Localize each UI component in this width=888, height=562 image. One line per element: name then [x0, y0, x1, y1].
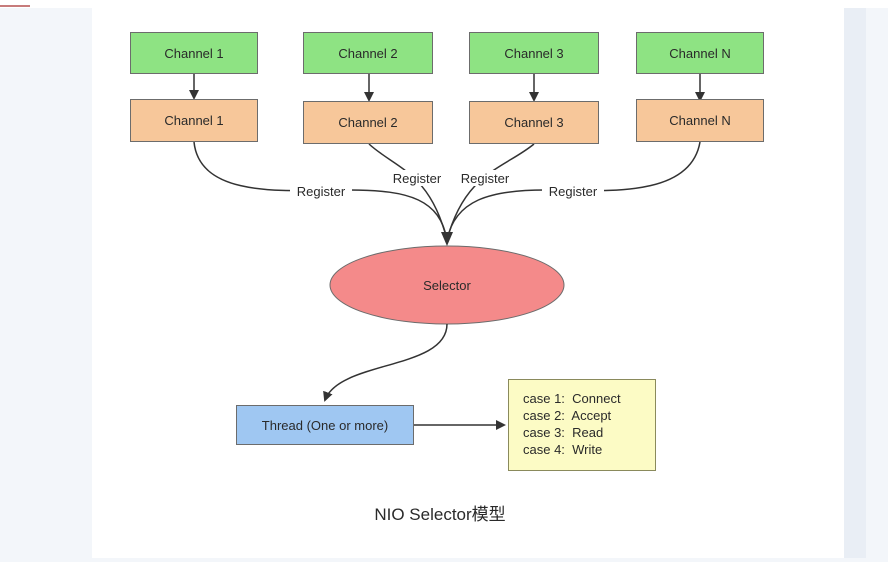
- case-line-1: case 1: Connect: [523, 391, 621, 406]
- diagram-caption: NIO Selector模型: [374, 505, 506, 524]
- thread-node: Thread (One or more): [236, 405, 414, 445]
- channel-top-2-label: Channel 2: [338, 45, 398, 61]
- channel-top-3: Channel 3: [469, 32, 599, 74]
- channel-bottom-1: Channel 1: [130, 99, 258, 142]
- register-curve-3: [446, 143, 535, 241]
- channel-bottom-n: Channel N: [636, 99, 764, 142]
- channel-top-n-label: Channel N: [669, 45, 731, 61]
- channel-top-n: Channel N: [636, 32, 764, 74]
- channel-top-1-label: Channel 1: [164, 45, 224, 61]
- register-label-bg-1: [290, 183, 352, 199]
- register-label-4: Register: [549, 184, 598, 199]
- register-label-3: Register: [461, 171, 510, 186]
- register-label-bg-3: [454, 170, 516, 186]
- channel-bottom-n-label: Channel N: [669, 113, 731, 128]
- channel-bottom-1-label: Channel 1: [164, 113, 224, 128]
- corner-mark: [0, 0, 30, 7]
- channel-bottom-3: Channel 3: [469, 101, 599, 144]
- case-line-2: case 2: Accept: [523, 408, 612, 423]
- selector-label: Selector: [423, 278, 471, 293]
- channel-bottom-3-label: Channel 3: [504, 115, 564, 130]
- cases-box: case 1: Connect case 2: Accept case 3: R…: [508, 379, 656, 471]
- top-strip: [0, 0, 888, 8]
- right-strip: [844, 8, 866, 558]
- channel-bottom-2-label: Channel 2: [338, 115, 398, 130]
- selector-to-thread-arrow: [323, 323, 448, 402]
- channel-bottom-2: Channel 2: [303, 101, 433, 144]
- thread-label: Thread (One or more): [261, 417, 389, 433]
- register-label-1: Register: [297, 184, 346, 199]
- channel-top-2: Channel 2: [303, 32, 433, 74]
- register-label-2: Register: [393, 171, 442, 186]
- channel-top-1: Channel 1: [130, 32, 258, 74]
- channel-top-3-label: Channel 3: [504, 45, 564, 61]
- register-label-bg-4: [542, 183, 604, 199]
- register-label-bg-2: [386, 170, 448, 186]
- case-line-4: case 4: Write: [523, 442, 603, 457]
- case-line-3: case 3: Read: [523, 425, 604, 440]
- register-arrowhead: [441, 232, 453, 246]
